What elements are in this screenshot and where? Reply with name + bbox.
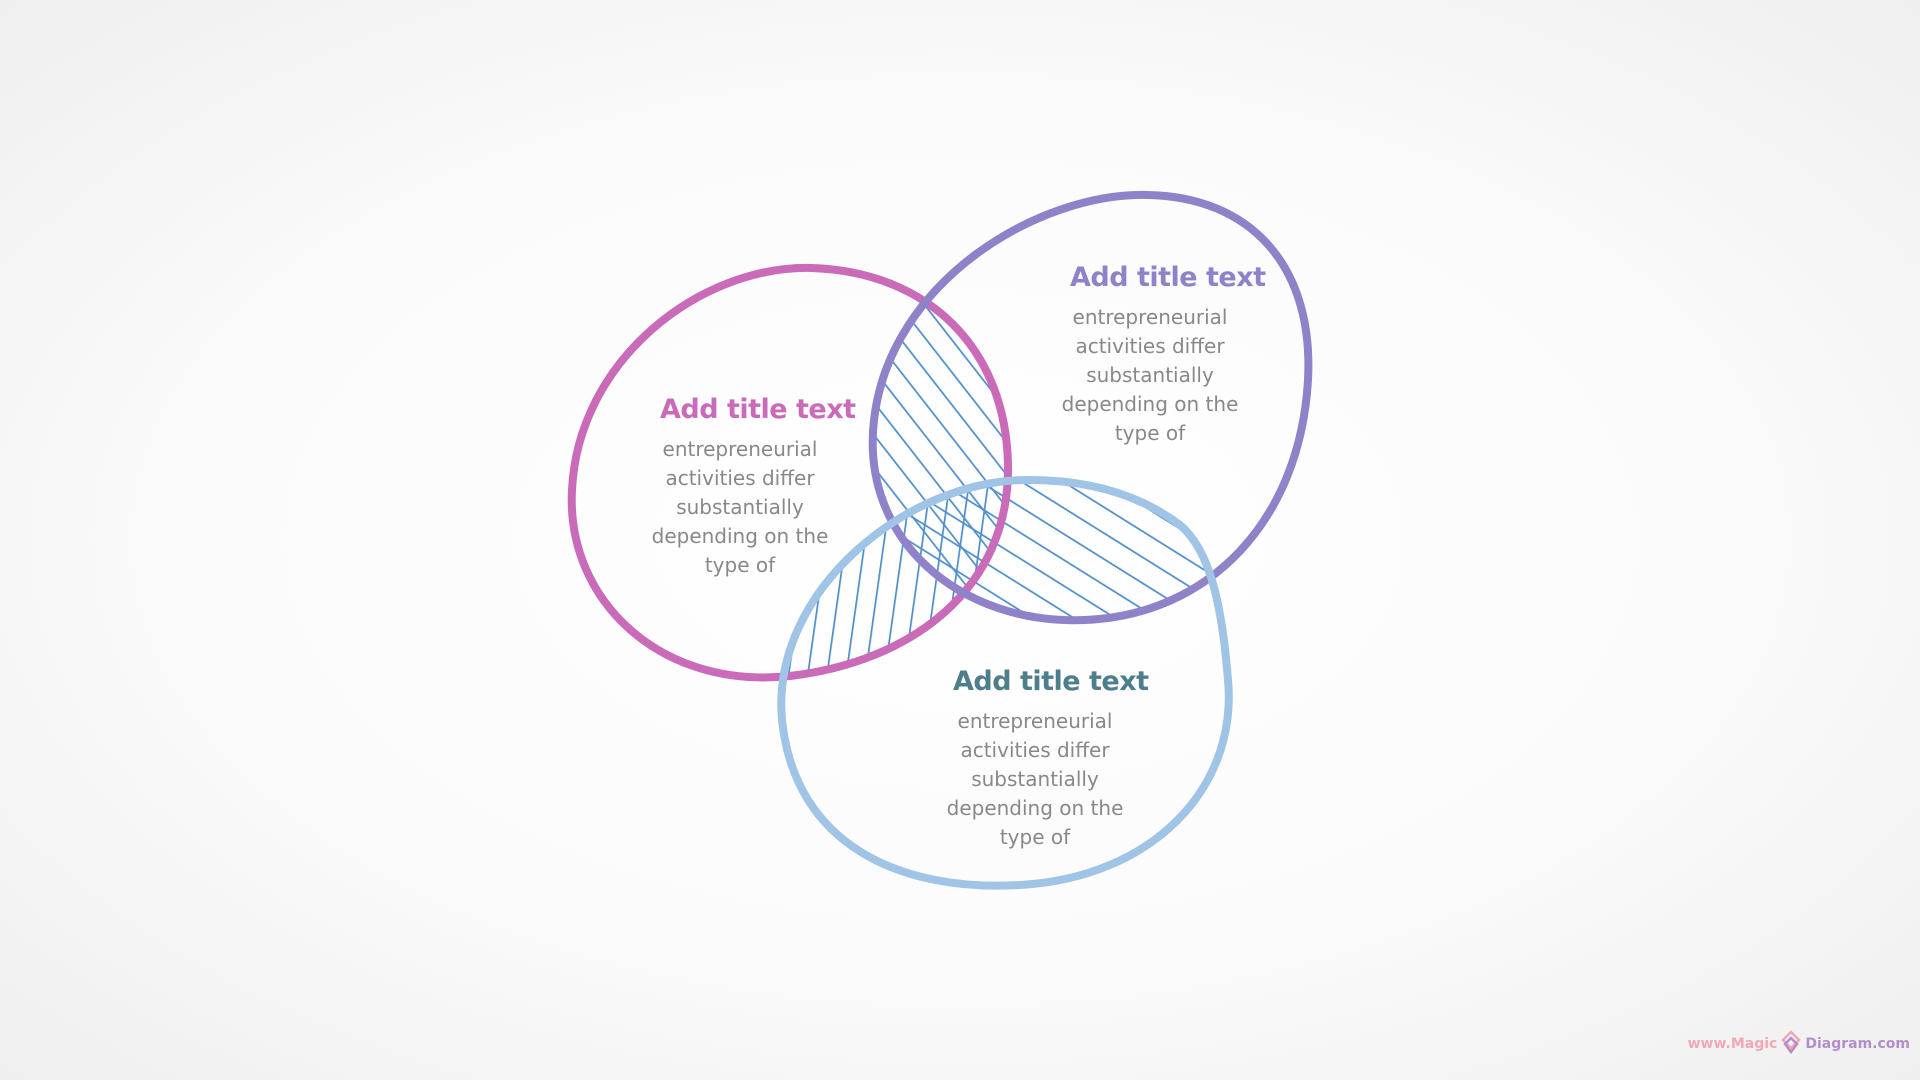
body-bottom: entrepreneurial activities differ substa… bbox=[946, 709, 1124, 849]
body-left: entrepreneurial activities differ substa… bbox=[651, 437, 829, 577]
text-block-bottom: Add title text entrepreneurial activitie… bbox=[925, 666, 1149, 852]
title-right: Add title text bbox=[1070, 262, 1266, 293]
text-block-right: Add title text entrepreneurial activitie… bbox=[1040, 262, 1266, 448]
text-block-left: Add title text entrepreneurial activitie… bbox=[630, 394, 856, 580]
circle-left-outline bbox=[567, 263, 1013, 682]
circle-right-outline bbox=[868, 190, 1313, 625]
title-left: Add title text bbox=[660, 394, 856, 425]
watermark-suffix: Diagram.com bbox=[1805, 1036, 1910, 1052]
watermark-prefix: www.Magic bbox=[1687, 1036, 1778, 1052]
body-right: entrepreneurial activities differ substa… bbox=[1061, 305, 1239, 445]
watermark: www.Magic Diagram.com bbox=[1688, 1030, 1910, 1058]
title-bottom: Add title text bbox=[953, 666, 1149, 697]
circle-bottom-outline bbox=[777, 475, 1233, 890]
diamond-logo-icon bbox=[1779, 1030, 1803, 1058]
